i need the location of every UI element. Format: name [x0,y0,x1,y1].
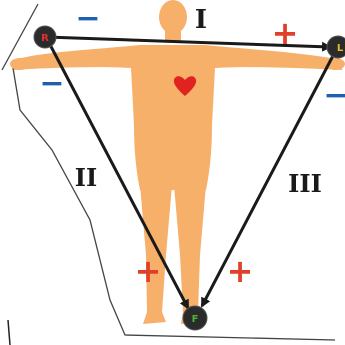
lead-I-negative-sign: − [75,1,100,36]
electrode-foot: F [183,306,207,330]
lead-I-positive-sign: + [272,14,299,52]
electrode-foot-label: F [192,314,199,325]
electrode-right-arm: R [34,26,56,48]
body-right-leg [174,185,206,324]
left-hand-shape [10,58,30,70]
electrode-right-arm-label: R [41,33,49,44]
lead-II-label: II [75,163,97,192]
lead-I-label: I [195,5,207,35]
electrode-left-arm: L [327,36,345,58]
lead-III-positive-sign: + [227,252,254,290]
lead-III-negative-sign: − [323,78,345,113]
page-corner-line [8,320,10,345]
lead-II-positive-sign: + [135,252,162,290]
lead-III-label: III [288,169,322,198]
electrode-left-arm-label: L [337,43,344,54]
lead-II-negative-sign: − [39,66,64,101]
